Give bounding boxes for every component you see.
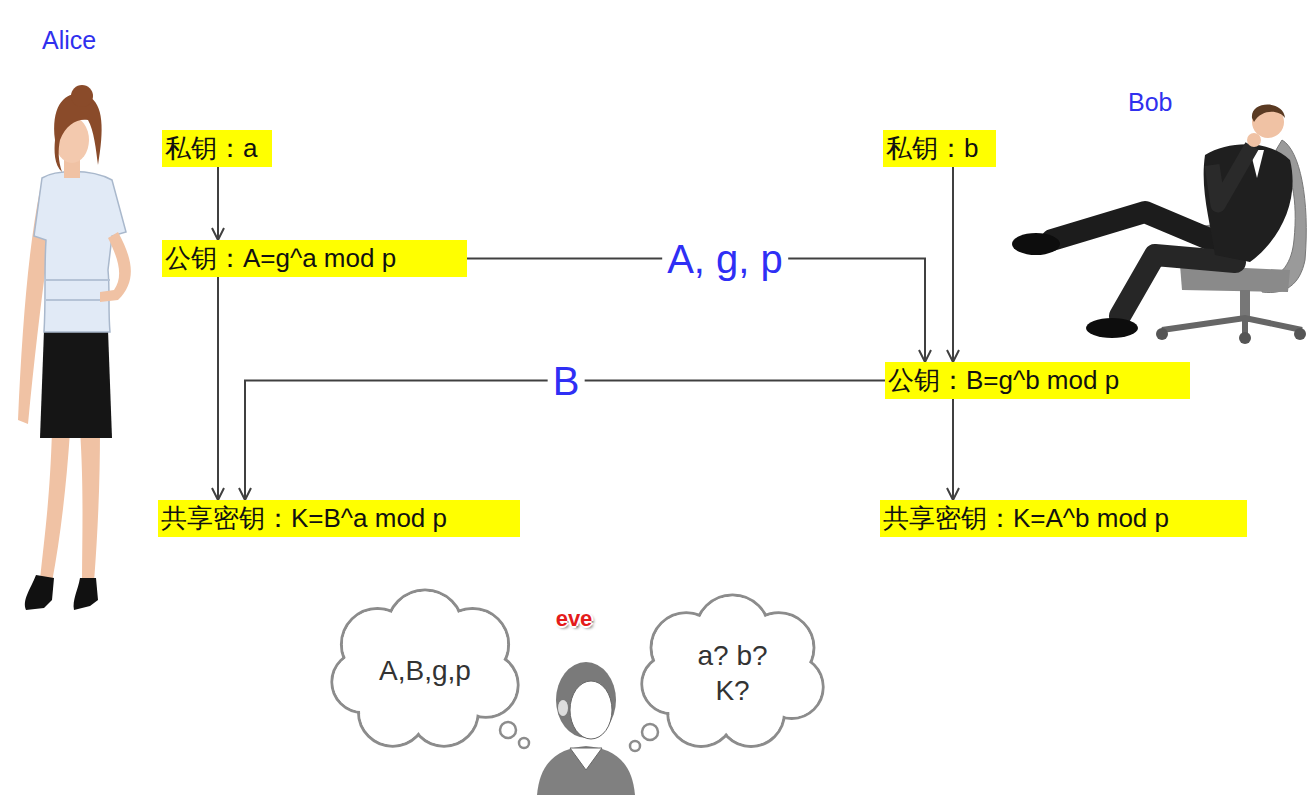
key-formula: 共享密钥：K=B^a mod p xyxy=(161,502,517,535)
alice-figure-part xyxy=(34,172,126,333)
highlighted-key-box: 私钥：b xyxy=(883,130,996,167)
alice-figure xyxy=(18,85,131,610)
edge-label: B xyxy=(548,361,585,401)
arrow-connector xyxy=(217,277,219,500)
bob-figure-part xyxy=(1120,255,1235,316)
cloud-tail-bubble xyxy=(500,722,516,738)
bob-figure-part xyxy=(1247,133,1261,147)
bob-figure xyxy=(1012,105,1293,339)
alice-figure-part xyxy=(100,232,131,302)
alice-figure-part xyxy=(71,85,93,107)
bob-figure-part xyxy=(1052,212,1235,250)
alice-figure-part xyxy=(40,430,70,582)
office-chair-part xyxy=(1294,328,1306,340)
cloud-tail-bubble xyxy=(642,724,658,740)
cloud-fill-part xyxy=(679,621,787,729)
thought-bubble: A,B,g,p xyxy=(330,595,520,745)
alice-figure-part xyxy=(80,430,100,582)
thought-bubble: a? b? K? xyxy=(640,600,825,745)
cloud-tail-bubble xyxy=(630,741,640,751)
person-name: Alice xyxy=(42,26,96,55)
thought-cloud-outline xyxy=(640,600,825,745)
eve-figure-part xyxy=(570,748,602,770)
key-formula: 私钥：b xyxy=(886,132,993,165)
cloud-tail-bubble xyxy=(519,738,529,748)
highlighted-key-box: 公钥：A=g^a mod p xyxy=(162,240,467,277)
highlighted-key-box: 共享密钥：K=A^b mod p xyxy=(880,500,1247,537)
arrow-connector xyxy=(952,399,954,500)
edge-label: A, g, p xyxy=(662,239,788,279)
bob-figure-part xyxy=(1212,146,1252,205)
key-formula: 共享密钥：K=A^b mod p xyxy=(883,502,1244,535)
highlighted-key-box: 私钥：a xyxy=(162,130,272,167)
bob-figure-part xyxy=(1012,233,1060,255)
cloud-fill-part xyxy=(370,618,481,729)
eve-figure-part xyxy=(570,681,612,739)
eve-figure xyxy=(537,662,635,795)
office-chair-part xyxy=(1156,328,1168,340)
person-name: Bob xyxy=(1128,88,1172,117)
arrow-connector xyxy=(217,167,219,240)
alice-figure-part xyxy=(74,578,98,610)
office-chair xyxy=(1156,140,1306,344)
eve-figure-part xyxy=(537,746,635,795)
alice-figure-part xyxy=(25,575,54,610)
highlighted-key-box: 共享密钥：K=B^a mod p xyxy=(158,500,520,537)
key-formula: 公钥：A=g^a mod p xyxy=(165,242,464,275)
thought-text: a? b? K? xyxy=(690,638,775,708)
bob-figure-part xyxy=(1252,105,1285,123)
arrow-connector xyxy=(952,167,954,362)
office-chair-part xyxy=(1239,332,1251,344)
key-formula: 公钥：B=g^b mod p xyxy=(888,364,1187,397)
key-formula: 私钥：a xyxy=(165,132,269,165)
eve-figure-part xyxy=(556,662,616,738)
bob-figure-part xyxy=(1204,144,1293,262)
eve-figure-part xyxy=(558,700,568,716)
alice-figure-part xyxy=(40,330,112,438)
thought-text: A,B,g,p xyxy=(379,653,471,688)
eavesdropper-name: eve xyxy=(556,606,593,632)
office-chair-part xyxy=(1162,318,1302,336)
highlighted-key-box: 公钥：B=g^b mod p xyxy=(885,362,1190,399)
bob-figure-part xyxy=(1086,318,1138,338)
